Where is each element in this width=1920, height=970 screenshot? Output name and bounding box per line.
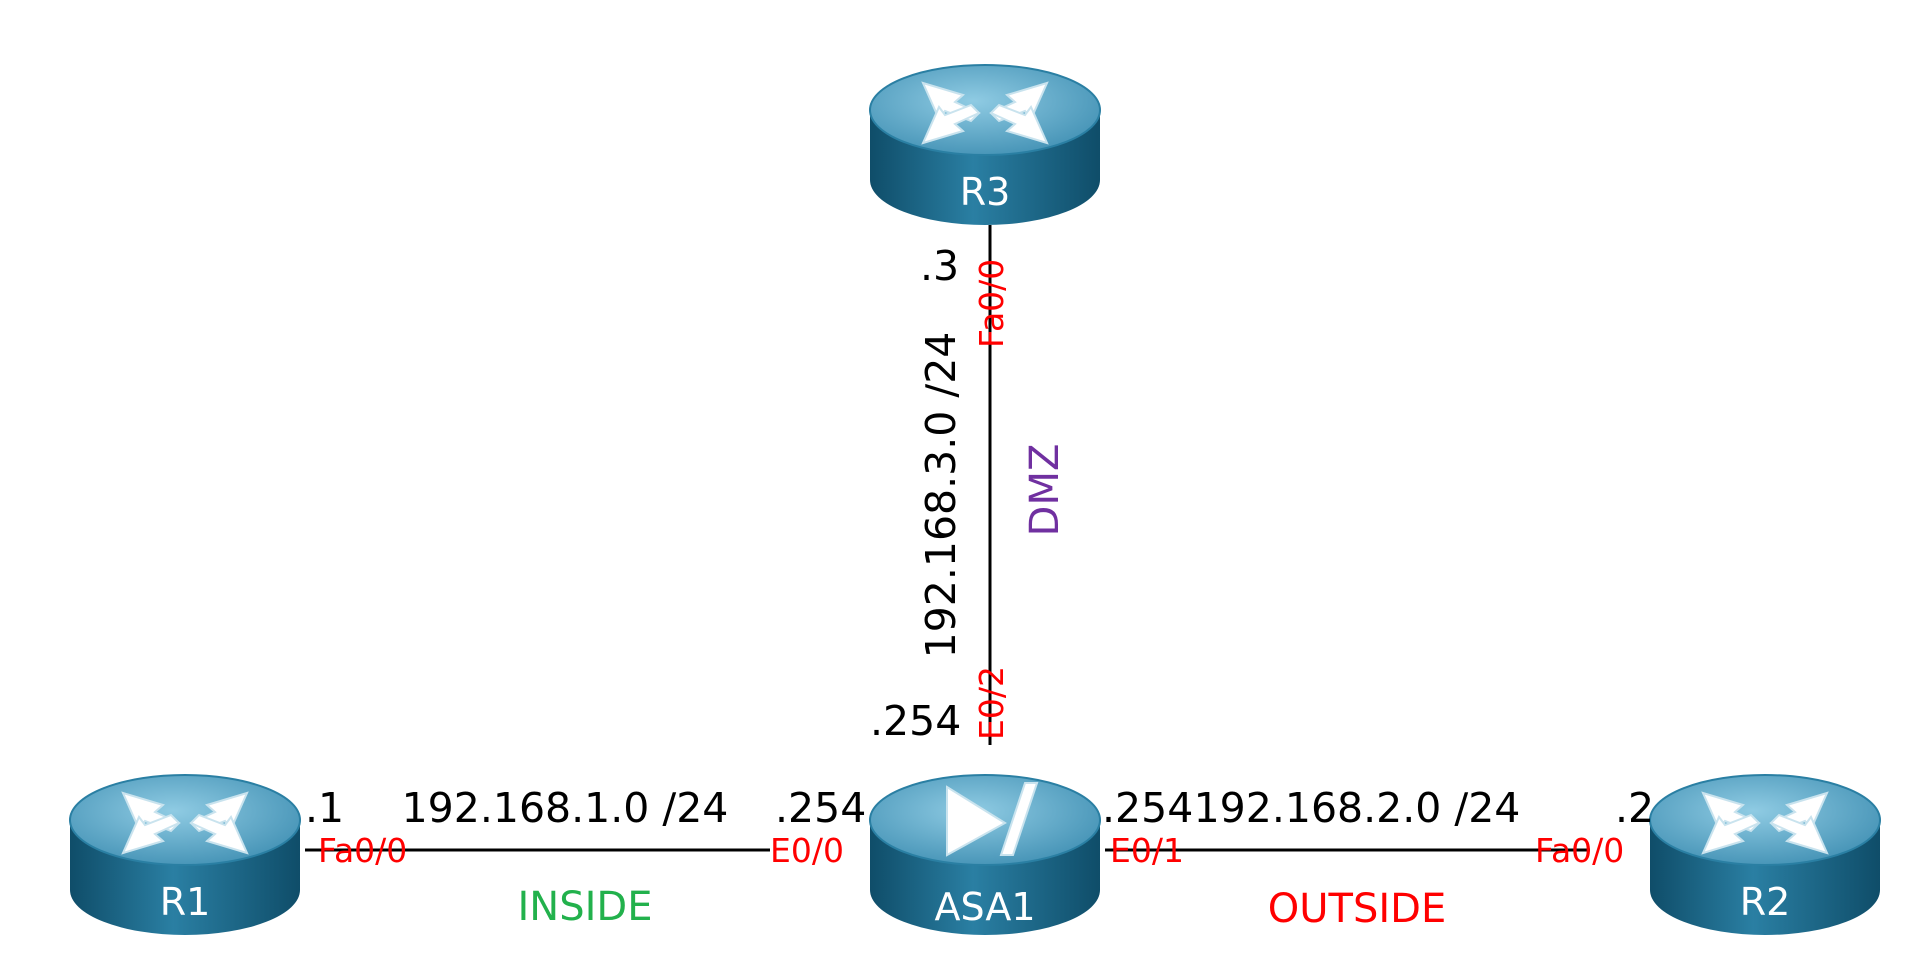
device-label-r2: R2: [1740, 880, 1791, 924]
firewall-asa1[interactable]: ASA1: [869, 774, 1101, 936]
outside-asa-host-octet: .254: [1102, 784, 1193, 832]
outside-zone-label: OUTSIDE: [1268, 886, 1446, 932]
outside-r2-interface: Fa0/0: [1535, 831, 1624, 870]
dmz-asa-interface: E0/2: [972, 666, 1011, 740]
device-label-asa1: ASA1: [935, 885, 1036, 929]
inside-asa-interface: E0/0: [770, 831, 844, 870]
device-label-r3: R3: [960, 170, 1011, 214]
router-r1[interactable]: R1: [69, 774, 301, 936]
dmz-asa-host-octet: .254: [870, 697, 961, 745]
inside-network-label: 192.168.1.0 /24: [402, 784, 729, 832]
device-label-r1: R1: [160, 880, 211, 924]
inside-r1-host-octet: .1: [305, 784, 344, 832]
firewall-icon: [946, 782, 1039, 857]
inside-zone-label: INSIDE: [518, 884, 653, 930]
outside-asa-interface: E0/1: [1110, 831, 1184, 870]
dmz-network-label: 192.168.3.0 /24: [917, 332, 965, 659]
router-r2[interactable]: R2: [1649, 774, 1881, 936]
router-r3[interactable]: R3: [869, 64, 1101, 226]
outside-network-label: 192.168.2.0 /24: [1194, 784, 1521, 832]
inside-r1-interface: Fa0/0: [318, 831, 407, 870]
dmz-r3-host-octet: .3: [920, 242, 959, 290]
outside-r2-host-octet: .2: [1615, 784, 1654, 832]
inside-asa-host-octet: .254: [775, 784, 866, 832]
dmz-r3-interface: Fa0/0: [972, 259, 1011, 348]
dmz-zone-label: DMZ: [1022, 444, 1068, 537]
